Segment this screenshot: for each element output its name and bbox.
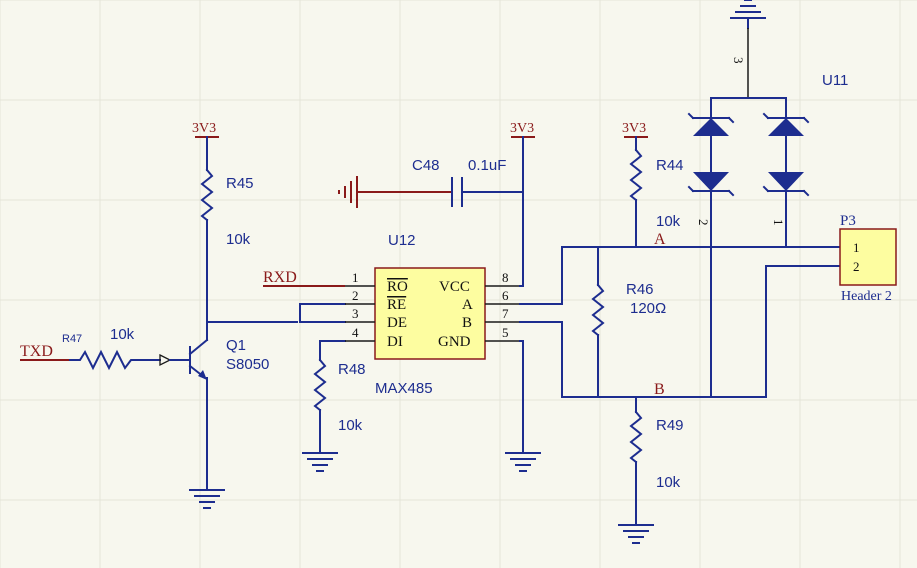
u12-pin-4: 4 DI [345, 325, 403, 350]
q1-ref: Q1 [226, 337, 246, 354]
q1-ground-symbol [189, 489, 225, 509]
r45-power-label: 3V3 [192, 121, 216, 136]
vcc-wire [511, 136, 535, 287]
u12-pin-4-number: 4 [352, 325, 359, 340]
u11-pin-1-number: 1 [771, 219, 786, 226]
r46-resistor [591, 246, 605, 398]
p3-ref: P3 [840, 213, 856, 229]
r47-ref: R47 [62, 333, 82, 345]
r44-resistor [624, 136, 648, 248]
r46-ref: R46 [626, 281, 654, 298]
u12-pin-2: 2 RE [345, 288, 406, 313]
gnd-pin-wire [519, 340, 524, 454]
u12-pin-8-name: VCC [439, 279, 470, 295]
u12-ref: U12 [388, 232, 416, 249]
r45-resistor [195, 136, 219, 323]
u11-pin-3-number: 3 [731, 57, 746, 64]
r46-value: 120Ω [630, 300, 666, 317]
u12-pin-6-number: 6 [502, 288, 509, 303]
u12-pin-5-name: GND [438, 334, 471, 350]
r44-power-label: 3V3 [622, 121, 646, 136]
u12-pin-7: 7 B [462, 306, 520, 331]
u12-pin-8: 8 VCC [439, 270, 520, 295]
p3-pin-2-number: 2 [853, 259, 860, 274]
u12-pin-1-name: RO [387, 279, 408, 295]
r47-value: 10k [110, 326, 135, 343]
u11-ground-symbol [730, 0, 766, 29]
p3-pin-1-number: 1 [853, 240, 860, 255]
u12-pin-2-number: 2 [352, 288, 359, 303]
u12-pin-2-name: RE [387, 297, 406, 313]
net-a-label: A [654, 231, 666, 248]
u12-ground-symbol [505, 452, 541, 472]
u12-pin-5: 5 GND [438, 325, 520, 350]
re-de-tie-wire [299, 303, 346, 323]
r48-ref: R48 [338, 361, 366, 378]
r48-value: 10k [338, 417, 363, 434]
vcc-power-label: 3V3 [510, 121, 534, 136]
txd-net-label: TXD [20, 343, 53, 360]
r45-ref: R45 [226, 175, 254, 192]
p3-header-body [839, 228, 897, 286]
u12-pin-7-name: B [462, 315, 472, 331]
r49-ground-symbol [618, 524, 654, 544]
r49-resistor [629, 396, 643, 526]
u12-chip-body [374, 267, 486, 360]
q1-value: S8050 [226, 356, 269, 373]
u11-top-bus [710, 97, 787, 121]
u12-pin-7-number: 7 [502, 306, 509, 321]
r45-value: 10k [226, 231, 251, 248]
u12-pin-5-number: 5 [502, 325, 509, 340]
r49-value: 10k [656, 474, 681, 491]
c48-value: 0.1uF [468, 157, 506, 174]
u12-pin-1-number: 1 [352, 270, 359, 285]
r44-value: 10k [656, 213, 681, 230]
u12-pin-3: 3 DE [345, 306, 407, 331]
rxd-net-label: RXD [263, 269, 297, 286]
r49-ref: R49 [656, 417, 684, 434]
c48-ref: C48 [412, 157, 440, 174]
u11-diode-left [687, 112, 735, 398]
u11-ref: U11 [822, 72, 848, 89]
p3-value: Header 2 [841, 289, 892, 304]
r47-resistor [69, 349, 161, 371]
q1-transistor [159, 321, 209, 491]
net-b-wire [519, 265, 841, 398]
u12-part: MAX485 [375, 380, 433, 397]
u11-pin-2-number: 2 [696, 219, 711, 226]
r48-ground-symbol [302, 452, 338, 472]
net-b-label: B [654, 381, 665, 398]
u12-pin-1: 1 RO [345, 270, 408, 295]
u12-pin-4-name: DI [387, 334, 403, 350]
u12-pin-3-name: DE [387, 315, 407, 331]
c48-capacitor [357, 177, 524, 207]
c48-ground-symbol [338, 176, 358, 208]
u12-pin-8-number: 8 [502, 270, 509, 285]
u12-pin-6-name: A [462, 297, 473, 313]
u12-pin-6: 6 A [462, 288, 520, 313]
u12-pin-3-number: 3 [352, 306, 359, 321]
r44-ref: R44 [656, 157, 684, 174]
net-a-wire [519, 246, 841, 305]
u11-diode-right [762, 112, 810, 248]
r48-resistor [313, 340, 346, 454]
